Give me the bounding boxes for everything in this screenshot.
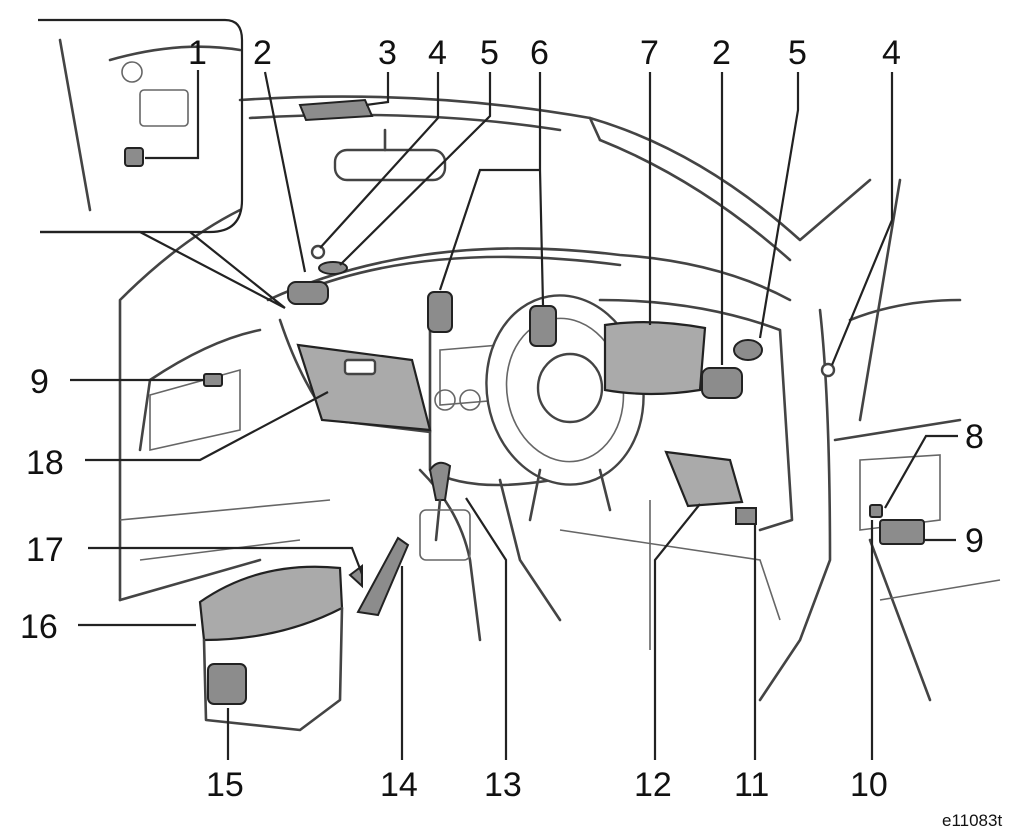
car-interior-lineart [58,38,1001,732]
callout-5-right: 5 [788,34,807,72]
inset-frame [38,18,244,234]
figure-code: e11083t [942,811,1002,830]
callout-7-instrument-cluster: 7 [640,34,659,72]
callout-12-lower-pocket: 12 [634,766,672,804]
callout-labels: 1 2 3 4 5 6 7 2 5 4 9 18 8 17 9 16 15 14… [20,34,984,804]
callout-16-console-box: 16 [20,608,58,646]
callout-11: 11 [734,766,769,804]
callout-10-window-switches: 10 [850,766,888,804]
callout-6-center-vents: 6 [530,34,549,72]
callout-3-map-light: 3 [378,34,397,72]
leader-lines [70,70,958,760]
callout-15: 15 [206,766,244,804]
callout-17: 17 [26,531,64,569]
callout-1: 1 [188,34,207,72]
inset-pointer-lines [40,230,286,309]
callout-8: 8 [965,418,984,456]
callout-4-left: 4 [428,34,447,72]
callout-9-right-switch: 9 [965,522,984,560]
callout-18-glove-box: 18 [26,444,64,482]
callout-2-right-vent: 2 [712,34,731,72]
callout-13-shift-lever: 13 [484,766,522,804]
callout-4-right: 4 [882,34,901,72]
callout-9-left-switch: 9 [30,363,49,401]
callout-2-left-vent: 2 [253,34,272,72]
callout-5-left: 5 [480,34,499,72]
callout-14-parking-brake: 14 [380,766,418,804]
